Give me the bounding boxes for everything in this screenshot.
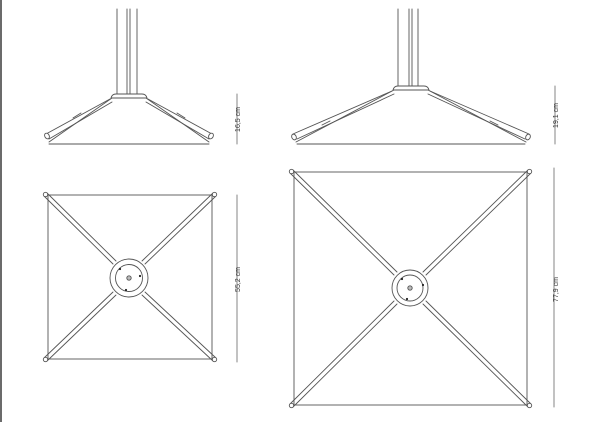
small-width-label: 55,2 cm (234, 267, 242, 292)
large-elevation-view (291, 8, 531, 145)
large-width-label: 77,9 cm (552, 277, 560, 302)
large-plan-view (288, 168, 533, 409)
small-height-label: 16,5 cm (234, 107, 242, 132)
large-height-label: 19,1 cm (552, 103, 560, 128)
small-plan-view (42, 191, 218, 363)
small-elevation-view (44, 8, 214, 145)
page-left-border (0, 0, 2, 422)
